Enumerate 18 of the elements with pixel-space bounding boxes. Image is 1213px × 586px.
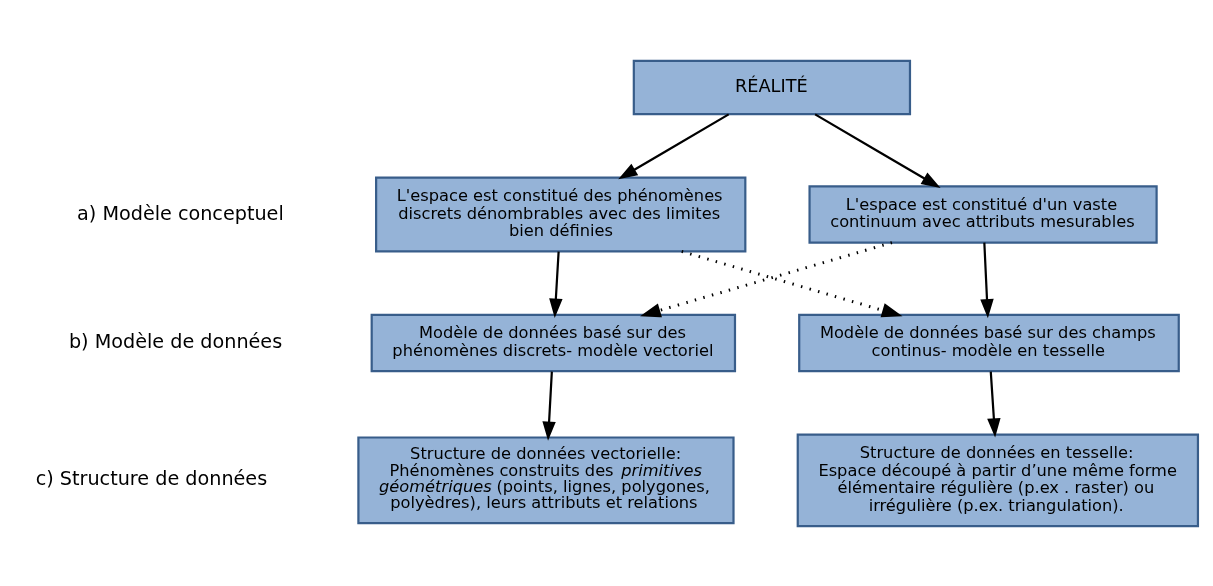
node-box: L'espace est constitué des phénomènes discrets dénombrables avec des limites bien définies <box>375 175 747 252</box>
arrow <box>980 242 994 318</box>
node-box: Structure de données en tesselle: Espace découpé à partir d’une même forme élémentaire régulière (p.ex . raster) ou irrégulière (p.ex. triangulation). <box>796 432 1200 527</box>
label: b) Modèle de données <box>68 329 283 353</box>
arrow <box>542 371 556 441</box>
arrow <box>814 112 941 188</box>
node-box: Modèle de données basé sur des phénomènes discrets- modèle vectoriel <box>370 313 737 372</box>
node-box: RÉALITÉ <box>632 59 912 115</box>
node-box: Modèle de données basé sur des champs continus- modèle en tesselle <box>798 313 1180 372</box>
arrow <box>681 249 903 317</box>
label: c) Structure de données <box>35 466 268 490</box>
arrow <box>987 371 1001 438</box>
label: a) Modèle conceptuel <box>77 201 284 225</box>
arrow <box>549 251 563 318</box>
node-box: Structure de données vectorielle: Phénomènes construits des primitives géométriques (points, lignes, polygones, polyèdres), leurs attributs et relations <box>357 435 735 524</box>
node-box: L'espace est constitué d'un vaste continuum avec attributs mesurables <box>808 184 1158 244</box>
arrow <box>640 240 893 317</box>
arrow <box>618 112 730 179</box>
